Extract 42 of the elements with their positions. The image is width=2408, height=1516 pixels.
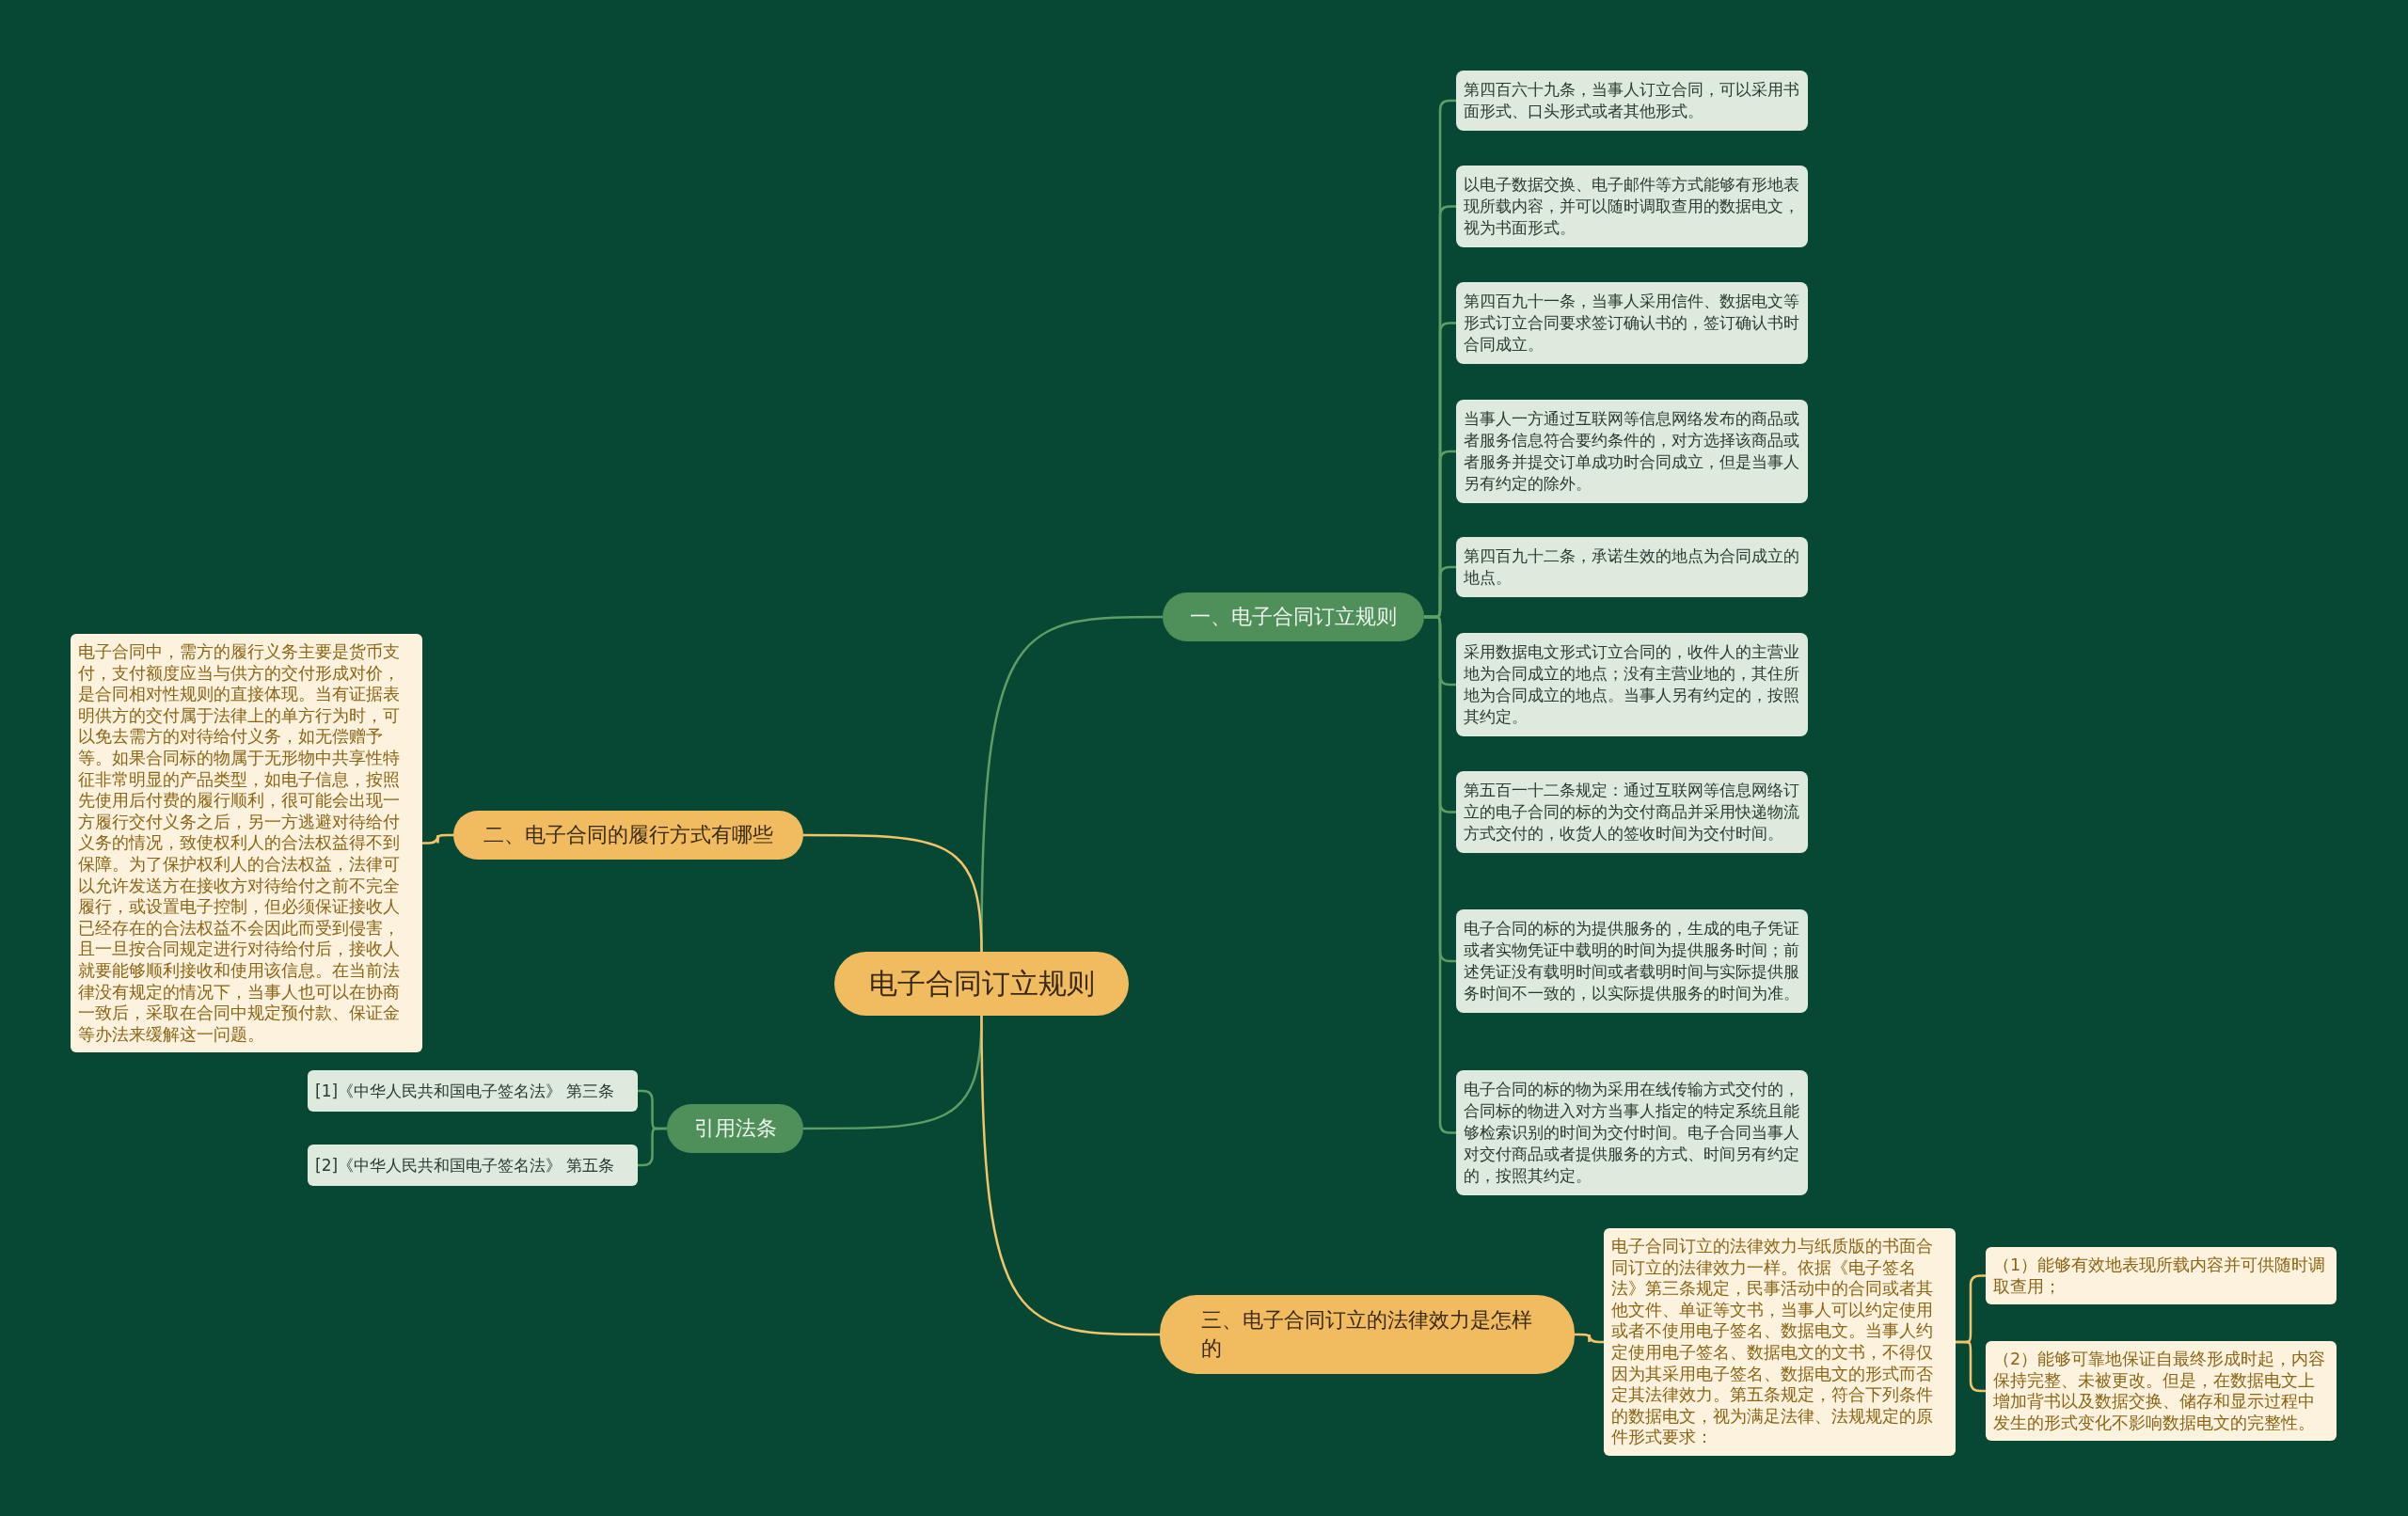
topic-text: 一、电子合同订立规则: [1189, 604, 1398, 630]
topic-text: 引用法条: [692, 1115, 778, 1142]
topic-text: 三、电子合同订立的法律效力是怎样的: [1201, 1307, 1533, 1362]
note-card: [1986, 1247, 2337, 1305]
note-text: 电子合同订立的法律效力与纸质版的书面合同订立的法律效力一样。依据《电子签名法》第三条规定，民事活动中的合同或者其他文件、单证等文书，当事人可以约定使用或者不使用电子签名、数据电文。当事人约定使用电子签名、数据电文的文书，不得仅因为其采用电子签名、数据电文的形式而否定其法律效力。第五条规定，符合下列条件的数据电文，视为满足法律、法规规定的原件形式要求：: [1611, 1236, 1934, 1448]
topic-text: 二、电子合同的履行方式有哪些: [483, 822, 774, 848]
branch-topic: [667, 1104, 803, 1153]
note-text: （2）能够可靠地保证自最终形成时起，内容保持完整、未被更改。但是，在数据电文上增加背书以及数据交换、储存和显示过程中发生的形式变化不影响数据电文的完整性。: [1993, 1349, 2327, 1434]
connector-line: [1575, 1333, 1604, 1344]
connector-line: [422, 833, 453, 845]
note-text: 当事人一方通过互联网等信息网络发布的商品或者服务信息符合要约条件的，对方选择该商品或者服务并提交订单成功时合同成立，但是当事人另有约定的除外。: [1464, 408, 1800, 495]
note-text: 采用数据电文形式订立合同的，收件人的主营业地为合同成立的地点；没有主营业地的，其住所地为合同成立的地点。当事人另有约定的，按照其约定。: [1464, 641, 1800, 728]
note-card: [1456, 282, 1808, 364]
note-card: [1456, 166, 1808, 247]
note-text: 电子合同的标的物为采用在线传输方式交付的，合同标的物进入对方当事人指定的特定系统且能够检索识别的时间为交付时间。电子合同当事人对交付商品或者提供服务的方式、时间另有约定的，按照其约定。: [1464, 1079, 1800, 1187]
connector-line: [1956, 1340, 1986, 1393]
note-text: 电子合同的标的为提供服务的，生成的电子凭证或者实物凭证中载明的时间为提供服务时间；前述凭证没有载明时间或者载明时间与实际提供服务时间不一致的，以实际提供服务的时间为准。: [1464, 918, 1800, 1004]
note-text: 第四百六十九条，当事人订立合同，可以采用书面形式、口头形式或者其他形式。: [1464, 79, 1800, 122]
note-card: [1456, 633, 1808, 736]
note-card: [1456, 400, 1808, 503]
citation-card: [308, 1070, 638, 1112]
note-card: [1456, 909, 1808, 1013]
note-text: 以电子数据交换、电子邮件等方式能够有形地表现所载内容，并可以随时调取查用的数据电文，视为书面形式。: [1464, 174, 1800, 239]
note-text: 第四百九十二条，承诺生效的地点为合同成立的地点。: [1464, 545, 1800, 589]
note-text: 第四百九十一条，当事人采用信件、数据电文等形式订立合同要求签订确认书的，签订确认书时合同成立。: [1464, 291, 1800, 355]
citation-card: [308, 1145, 638, 1186]
note-card: [1456, 771, 1808, 853]
note-card: [1456, 71, 1808, 131]
connector-line: [638, 1127, 667, 1167]
note-card: [1456, 537, 1808, 597]
branch-topic: [453, 811, 803, 860]
note-text: 第五百一十二条规定：通过互联网等信息网络订立的电子合同的标的为交付商品并采用快递物流方式交付的，收货人的签收时间为交付时间。: [1464, 780, 1800, 845]
note-card: [1456, 1070, 1808, 1195]
topic-text: 电子合同订立规则: [867, 966, 1096, 1002]
branch-topic: [1163, 592, 1424, 641]
note-text: （1）能够有效地表现所载内容并可供随时调取查用；: [1993, 1255, 2327, 1298]
citation-text: [1]《中华人民共和国电子签名法》 第三条: [315, 1081, 616, 1102]
citation-text: [2]《中华人民共和国电子签名法》 第五条: [315, 1155, 616, 1176]
note-text: 电子合同中，需方的履行义务主要是货币支付，支付额度应当与供方的交付形成对价，是合同相对性规则的直接体现。当有证据表明供方的交付属于法律上的单方行为时，可以免去需方的对待给付义务，如无偿赠予等。如果合同标的物属于无形物中共享性特征非常明显的产品类型，如电子信息，按照先使用后付费的履行顺利，很可能会出现一方履行交付义务之后，另一方逃避对待给付义务的情况，致使权利人的合法权益得不到保障。为了保护权利人的合法权益，法律可以允许发送方在接收方对待给付之前不完全履行，或设置电子控制，但必须保证接收人已经存在的合法权益不会因此而受到侵害，且一旦按合同规定进行对待给付后，接收人就要能够顺利接收和使用该信息。在当前法律没有规定的情况下，当事人也可以在协商一致后，采取在合同中规定预付款、保证金等办法来缓解这一问题。: [78, 641, 401, 1046]
note-card: [1986, 1341, 2337, 1442]
connector-line: [803, 833, 983, 953]
connector-line: [980, 1016, 1160, 1336]
